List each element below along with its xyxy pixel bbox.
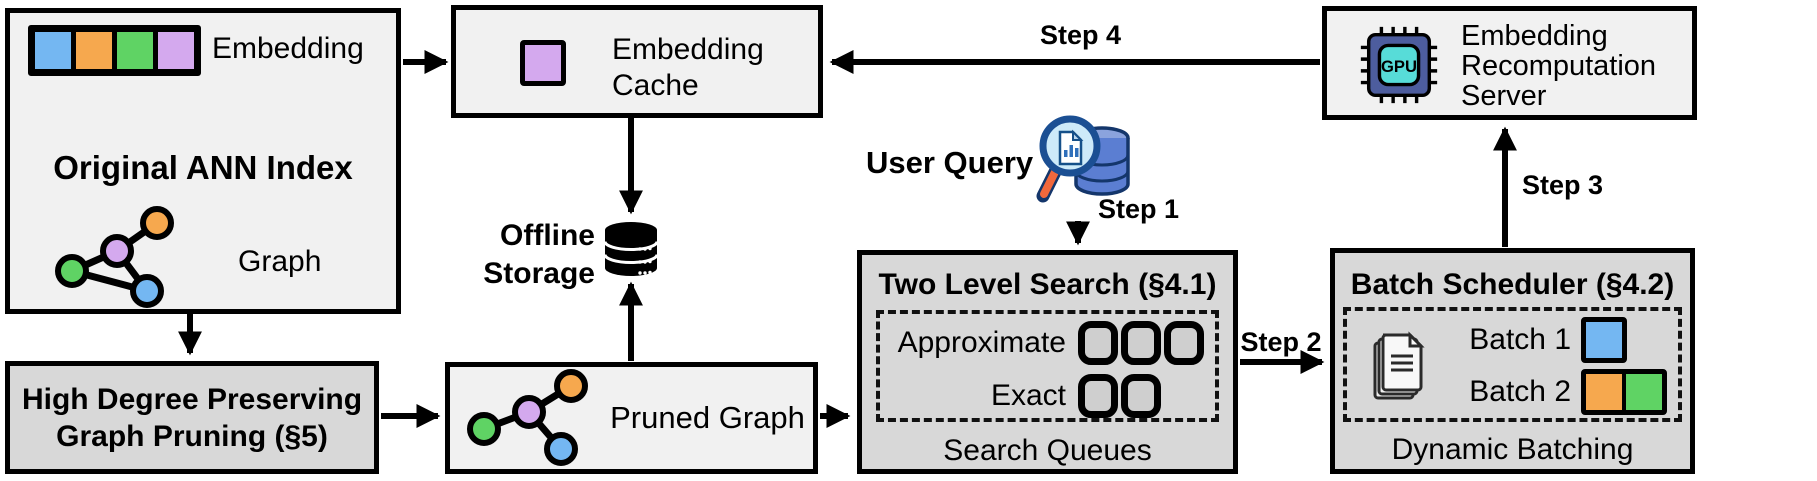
- step1-label: Step 1: [1098, 194, 1180, 224]
- gpu-chip-text: GPU: [1381, 57, 1417, 76]
- dynamic-batching-panel: Batch 1 Batch 2: [1343, 307, 1682, 422]
- step4-label: Step 4: [1040, 20, 1122, 50]
- color-cell: [117, 32, 153, 69]
- recomputation-server-box: GPU Embedding Recomputation Server: [1322, 6, 1697, 120]
- pruned-graph-box: Pruned Graph: [445, 362, 818, 474]
- batch1-squares: [1581, 317, 1627, 363]
- graph-icon: [55, 206, 174, 308]
- database-storage-icon: [603, 222, 659, 276]
- approximate-queue-row: Approximate: [880, 318, 1215, 367]
- batch1-label: Batch 1: [1469, 323, 1571, 356]
- queue-slot: [1078, 373, 1118, 418]
- batch2-squares: [1581, 369, 1667, 415]
- pruned-graph-label: Pruned Graph: [610, 400, 805, 435]
- batch-scheduler-title: Batch Scheduler (§4.2): [1350, 268, 1675, 301]
- embedding-cache-label: Embedding Cache: [612, 33, 764, 102]
- queue-slot: [1164, 320, 1204, 365]
- color-cell: [1586, 322, 1622, 358]
- approximate-label: Approximate: [897, 325, 1066, 359]
- graph-label: Graph: [238, 245, 322, 278]
- batch2-row: Batch 2: [1443, 369, 1667, 415]
- batch1-row: Batch 1: [1443, 317, 1627, 363]
- step3-label: Step 3: [1522, 170, 1604, 200]
- user-query-icon: [1036, 115, 1130, 203]
- embedding-label: Embedding: [212, 32, 364, 65]
- cached-embedding-icon: [520, 40, 566, 86]
- queue-slot: [1121, 320, 1161, 365]
- two-level-search-box: Two Level Search (§4.1) Approximate Exac…: [857, 250, 1238, 474]
- graph-pruning-box: High Degree Preserving Graph Pruning (§5…: [5, 361, 379, 474]
- embedding-cache-box: Embedding Cache: [451, 5, 823, 118]
- queue-slot: [1078, 320, 1118, 365]
- search-queues-panel: Approximate Exact: [876, 310, 1219, 422]
- two-level-search-title: Two Level Search (§4.1): [878, 268, 1217, 301]
- batch2-label: Batch 2: [1469, 375, 1571, 408]
- batch-scheduler-box: Batch Scheduler (§4.2) Batch 1 Batch 2 D…: [1330, 248, 1695, 474]
- exact-queue-slots: [1078, 373, 1161, 418]
- approximate-queue-slots: [1078, 320, 1204, 365]
- step2-label: Step 2: [1240, 327, 1322, 357]
- color-cell: [1626, 374, 1662, 410]
- embedding-vector-icon: [28, 25, 201, 76]
- color-cell: [1586, 374, 1622, 410]
- color-cell: [76, 32, 112, 69]
- exact-label: Exact: [990, 378, 1066, 412]
- graph-pruning-label: High Degree Preserving Graph Pruning (§5…: [21, 382, 363, 453]
- dynamic-batching-caption: Dynamic Batching: [1391, 433, 1634, 466]
- pruned-graph-icon: [467, 369, 588, 466]
- color-cell: [158, 32, 194, 69]
- color-cell: [525, 45, 561, 81]
- color-cell: [35, 32, 71, 69]
- original-ann-index-box: Embedding Original ANN Index Graph: [5, 8, 401, 314]
- gpu-icon: GPU: [1360, 26, 1438, 104]
- queue-slot: [1121, 373, 1161, 418]
- search-queues-caption: Search Queues: [943, 434, 1152, 467]
- documents-icon: [1373, 331, 1425, 400]
- recomputation-server-label: Embedding Recomputation Server: [1461, 20, 1657, 112]
- ann-index-title: Original ANN Index: [53, 149, 353, 186]
- user-query-label: User Query: [866, 145, 1034, 180]
- exact-queue-row: Exact: [880, 371, 1215, 420]
- offline-storage-label: Offline Storage: [483, 219, 595, 290]
